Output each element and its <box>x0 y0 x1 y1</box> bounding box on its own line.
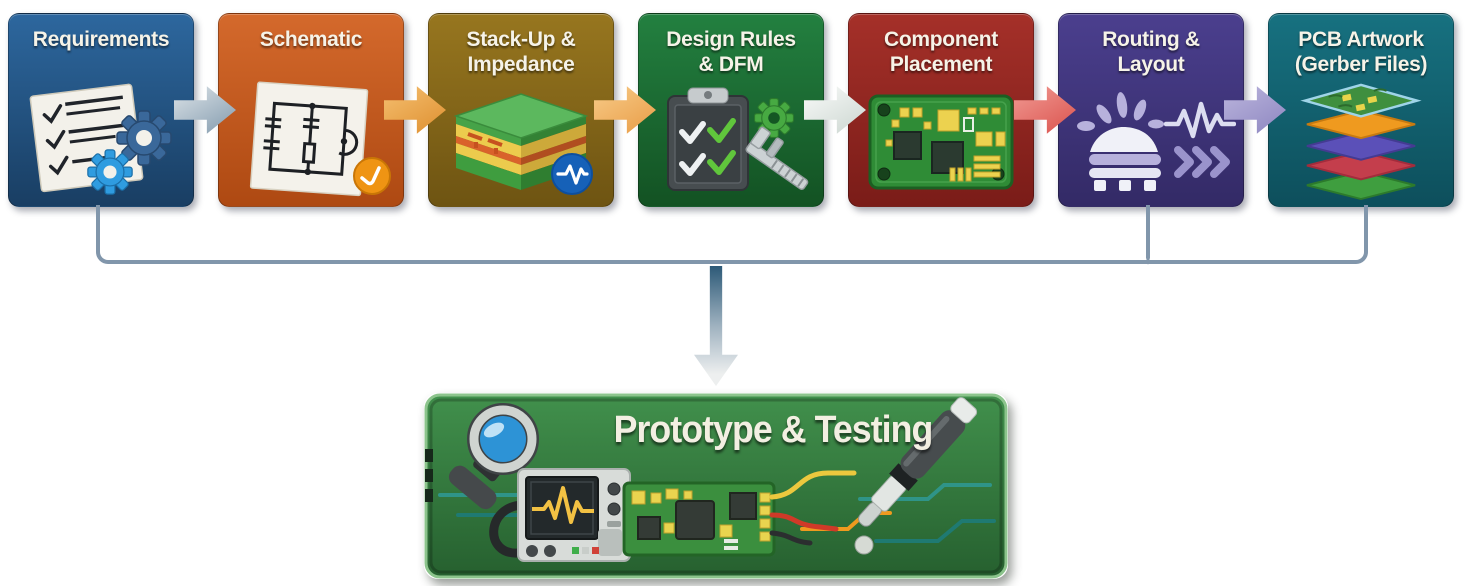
impedance-badge <box>551 153 593 195</box>
solder-pad <box>854 535 874 555</box>
test-pcb <box>622 481 776 557</box>
prototype-testing-art <box>424 393 1008 579</box>
step-stackup-impedance: Stack-Up & Impedance <box>428 13 614 207</box>
clipboard <box>667 87 749 191</box>
probe-cable <box>489 500 523 558</box>
step-label: Requirements <box>32 28 170 51</box>
caliper <box>745 126 809 190</box>
final-step-label: Prototype & Testing <box>613 409 934 451</box>
circuit-schematic-icon <box>249 81 391 197</box>
down-arrow <box>694 266 738 386</box>
checklist-gears-icon <box>29 83 172 195</box>
step-pcb-artwork-gerber: PCB Artwork (Gerber Files) <box>1268 13 1454 207</box>
oscilloscope-icon <box>517 468 631 562</box>
pcb-stackup-icon <box>453 93 593 195</box>
edge-pins <box>425 449 433 502</box>
final-step-prototype-testing: Prototype & Testing <box>424 393 1008 579</box>
step-label: Stack-Up & Impedance <box>466 28 576 77</box>
step-design-rules-dfm: Design Rules & DFM <box>638 13 824 207</box>
test-wires <box>769 470 857 546</box>
step-label: Design Rules & DFM <box>666 28 796 77</box>
gear-bright <box>87 149 133 195</box>
step-requirements: Requirements <box>8 13 194 207</box>
step-routing-layout: Routing & Layout <box>1058 13 1244 207</box>
routing-traces-icon <box>1077 92 1236 191</box>
connector-bus-line <box>96 205 1368 264</box>
dfm-checklist-icon <box>667 87 809 191</box>
component-board-icon <box>868 94 1014 190</box>
step-schematic: Schematic <box>218 13 404 207</box>
step-label: Component Placement <box>884 28 998 77</box>
waveform <box>532 486 594 524</box>
probe-icon <box>858 397 978 527</box>
gear-dark <box>116 110 172 166</box>
connector-drop-routing <box>1146 205 1150 265</box>
step-label: PCB Artwork (Gerber Files) <box>1294 28 1428 77</box>
magnifier-icon <box>448 403 539 510</box>
wave-badge <box>353 157 391 195</box>
gerber-layers-icon <box>1300 83 1422 201</box>
step-label: Routing & Layout <box>1102 28 1200 77</box>
step-component-placement: Component Placement <box>848 13 1034 207</box>
gear-green <box>754 98 794 138</box>
step-label: Schematic <box>259 28 363 51</box>
